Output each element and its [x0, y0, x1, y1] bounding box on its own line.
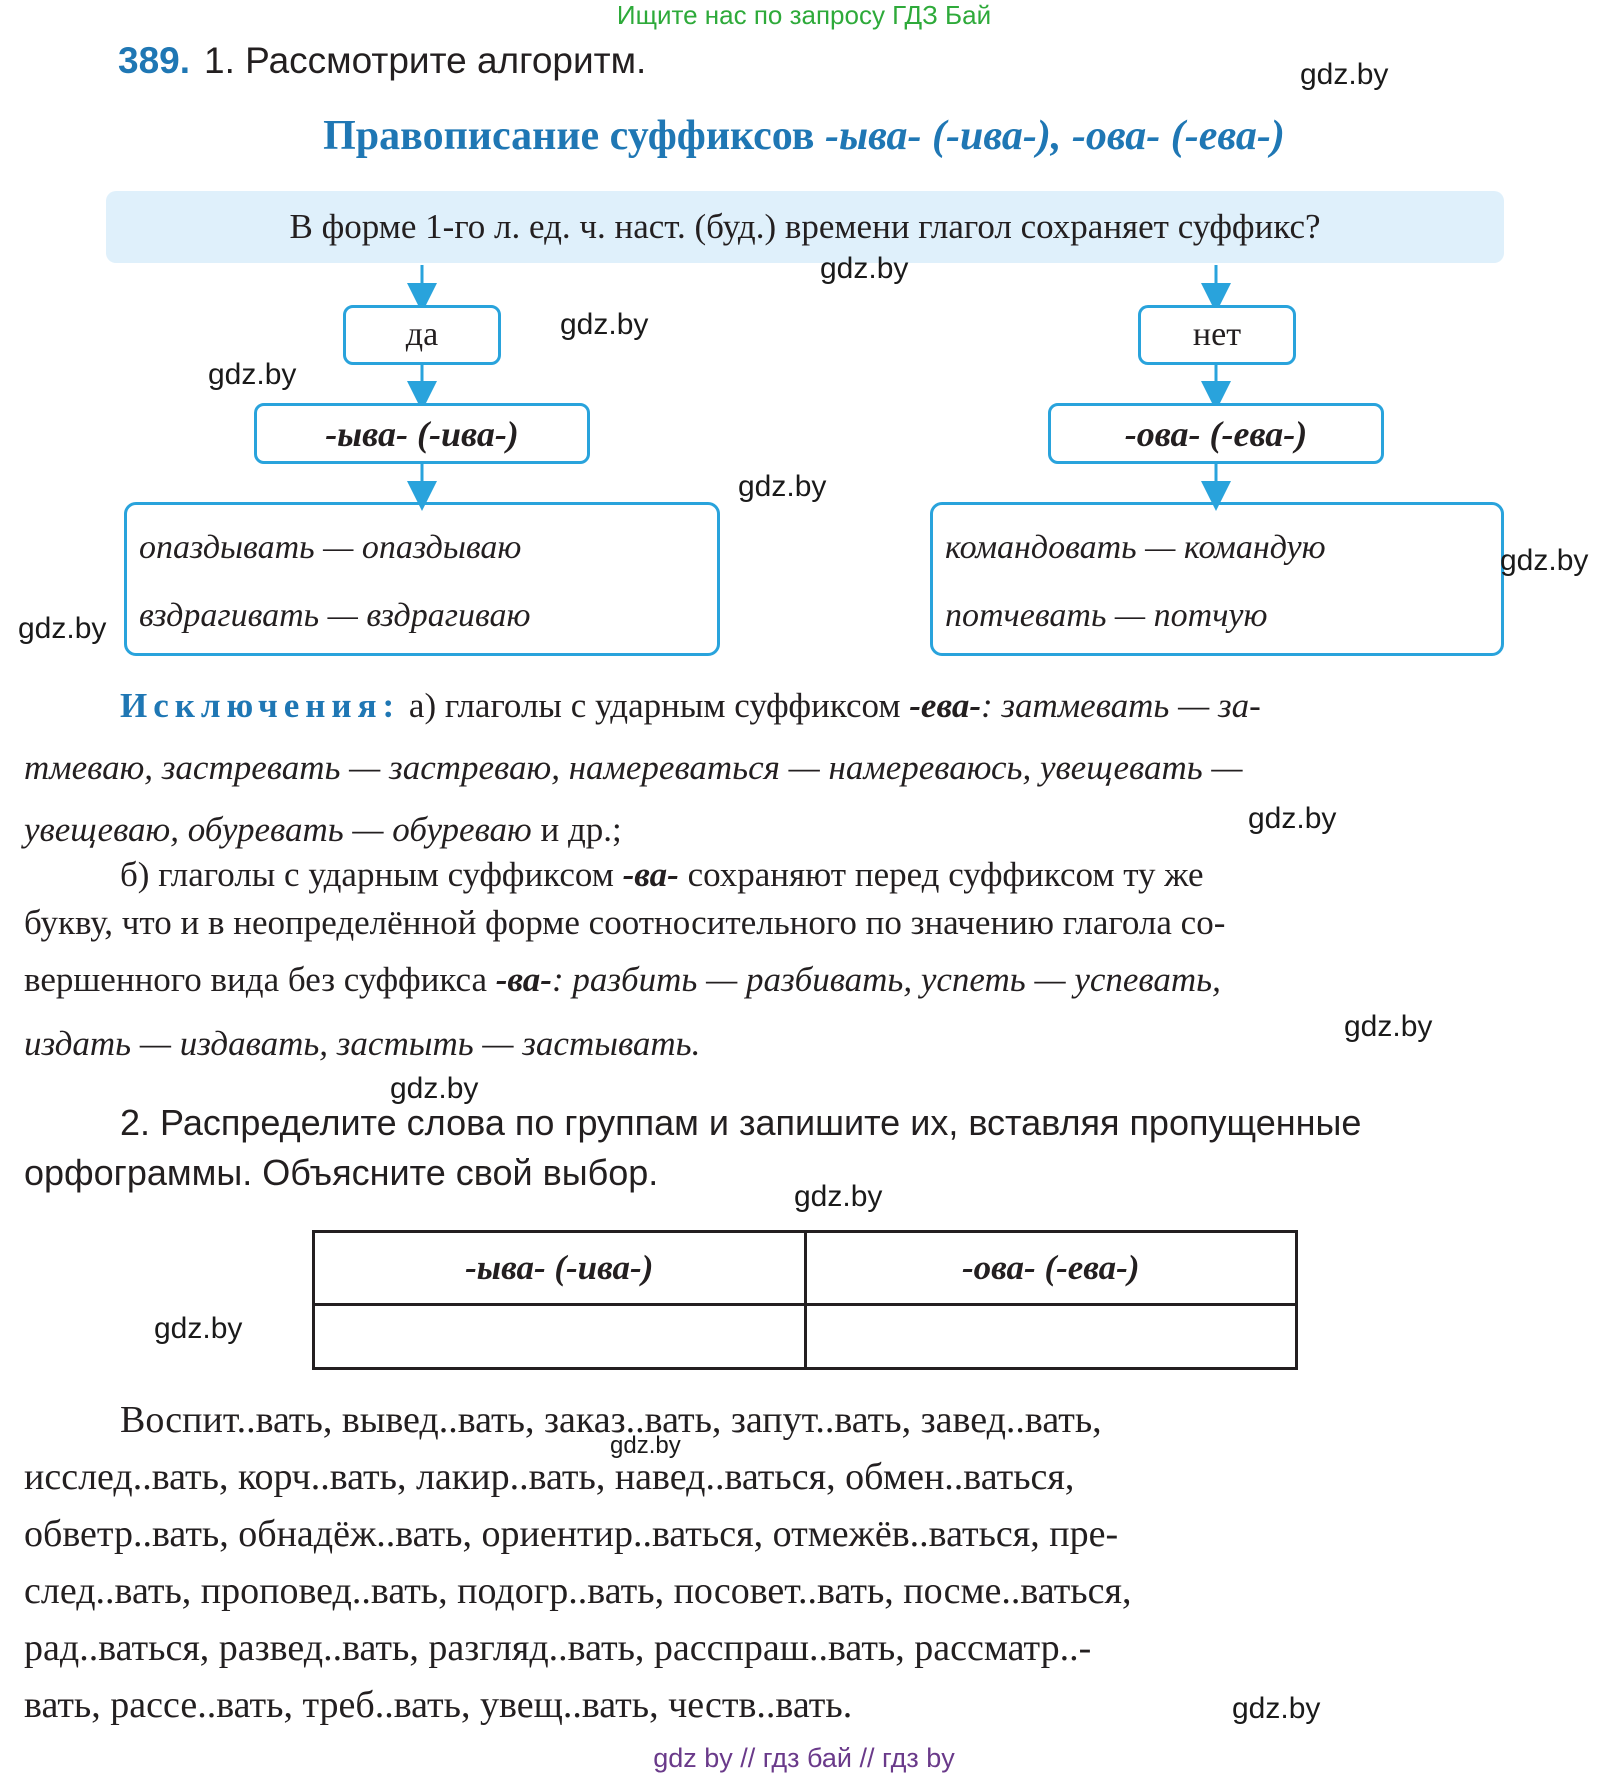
- watermark: gdz.by: [794, 1180, 883, 1213]
- exceptions-text: б) глаголы с ударным суффиксом: [120, 855, 623, 894]
- word-list-row: обветр..вать, обнадёж..вать, ориентир..в…: [24, 1513, 1119, 1555]
- watermark: gdz.by: [1500, 544, 1589, 577]
- top-banner[interactable]: Ищите нас по запросу ГДЗ Бай: [616, 0, 992, 30]
- suffix-va: -ва-: [495, 960, 552, 999]
- word-list: Воспит..вать, вывед..вать, заказ..вать, …: [24, 1392, 1586, 1734]
- example-words: : затмевать — за-: [981, 686, 1261, 725]
- table-header-ova: -ова- (-ева-): [803, 1230, 1298, 1306]
- table-header-yva: -ыва- (-ива-): [312, 1230, 807, 1306]
- exceptions-row: издать — издавать, застыть — застывать.: [24, 1024, 701, 1063]
- example-line: вздрагивать — вздрагиваю: [139, 597, 531, 634]
- flowchart-arrows: [407, 265, 1231, 511]
- examples-yva-box: опаздывать — опаздываю вздрагивать — взд…: [124, 502, 720, 656]
- example-line: потчевать — потчую: [945, 597, 1268, 634]
- suffix-va: -ва-: [622, 855, 679, 894]
- exceptions-block: Исключения: а) глаголы с ударным суффикс…: [24, 675, 1586, 861]
- watermark: gdz.by: [820, 252, 909, 285]
- task2-instructions: 2. Распределите слова по группам и запиш…: [24, 1098, 1586, 1198]
- answer-yes-box: да: [343, 305, 501, 365]
- watermark: gdz.by: [1248, 802, 1337, 835]
- title-plain: Правописание суффиксов: [323, 113, 825, 159]
- exceptions-text: и др.;: [531, 810, 622, 849]
- footer-links[interactable]: gdz by // гдз бай // гдз by: [653, 1743, 955, 1773]
- task-text: 1. Рассмотрите алгоритм.: [204, 40, 647, 81]
- exceptions-row: б) глаголы с ударным суффиксом -ва- сохр…: [24, 852, 1586, 898]
- suffix-yva-box: -ыва- (-ива-): [254, 403, 590, 464]
- example-line: командовать — командую: [945, 529, 1326, 566]
- exceptions-b-block: б) глаголы с ударным суффиксом -ва- сохр…: [24, 852, 1586, 1076]
- word-list-row: рад..ваться, развед..вать, разгляд..вать…: [24, 1627, 1092, 1669]
- suffix-eva: -ева-: [909, 686, 981, 725]
- word-list-row: Воспит..вать, вывед..вать, заказ..вать, …: [120, 1399, 1102, 1441]
- table-cell-yva[interactable]: [312, 1303, 807, 1370]
- task-heading: 389. 1. Рассмотрите алгоритм.: [118, 40, 646, 82]
- algorithm-title: Правописание суффиксов -ыва- (-ива-), -о…: [0, 112, 1608, 160]
- watermark: gdz.by: [390, 1072, 479, 1105]
- task2-row: орфограммы. Объясните свой выбор.: [24, 1152, 659, 1193]
- example-words: : разбить — разбивать, успеть — успевать…: [551, 960, 1221, 999]
- example-line: опаздывать — опаздываю: [139, 529, 522, 566]
- word-list-row: исслед..вать, корч..вать, лакир..вать, н…: [24, 1456, 1075, 1498]
- watermark: gdz.by: [1300, 58, 1389, 91]
- exceptions-label: Исключения:: [120, 686, 401, 725]
- task2-row: 2. Распределите слова по группам и запиш…: [120, 1102, 1362, 1143]
- answer-no-box: нет: [1138, 305, 1296, 365]
- title-suffixes: -ыва- (-ива-), -ова- (-ева-): [824, 113, 1285, 159]
- suffix-ova-box: -ова- (-ева-): [1048, 403, 1384, 464]
- exceptions-row: тмеваю, застревать — застреваю, намерева…: [24, 748, 1243, 787]
- word-list-row: вать, рассе..вать, треб..вать, увещ..ват…: [24, 1684, 853, 1726]
- watermark: gdz.by: [610, 1432, 681, 1459]
- suffix-groups-table: -ыва- (-ива-) -ова- (-ева-): [312, 1230, 1298, 1370]
- watermark: gdz.by: [18, 612, 107, 645]
- exceptions-row: вершенного вида без суффикса -ва-: разби…: [24, 948, 1586, 1012]
- algorithm-question: В форме 1-го л. ед. ч. наст. (буд.) врем…: [106, 191, 1504, 263]
- watermark: gdz.by: [1344, 1010, 1433, 1043]
- watermark: gdz.by: [560, 308, 649, 341]
- task-number: 389.: [118, 40, 191, 81]
- exceptions-row: увещеваю, обуревать — обуреваю и др.;: [24, 799, 1586, 861]
- exceptions-text: сохраняют перед суффиксом ту же: [678, 855, 1204, 894]
- exceptions-row: Исключения: а) глаголы с ударным суффикс…: [24, 675, 1586, 737]
- table-cell-ova[interactable]: [803, 1303, 1298, 1370]
- watermark: gdz.by: [1232, 1692, 1321, 1725]
- watermark: gdz.by: [208, 358, 297, 391]
- watermark: gdz.by: [154, 1312, 243, 1345]
- watermark: gdz.by: [738, 470, 827, 503]
- examples-ova-box: командовать — командую потчевать — потчу…: [930, 502, 1504, 656]
- exceptions-row: букву, что и в неопределённой форме соот…: [24, 903, 1226, 942]
- example-words: увещеваю, обуревать — обуреваю: [24, 810, 532, 849]
- exceptions-text: вершенного вида без суффикса: [24, 960, 496, 999]
- word-list-row: след..вать, проповед..вать, подогр..вать…: [24, 1570, 1132, 1612]
- exceptions-text: а) глаголы с ударным суффиксом: [408, 686, 910, 725]
